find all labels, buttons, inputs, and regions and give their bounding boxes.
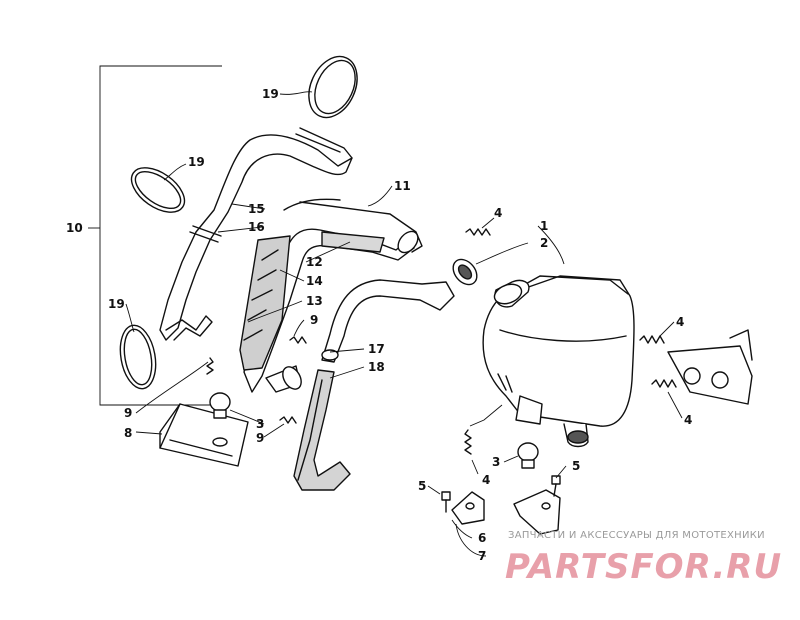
callout-9-c: 9 — [256, 431, 264, 445]
callout-9-b: 9 — [124, 406, 132, 420]
callout-16: 16 — [248, 220, 265, 234]
callout-3-left: 3 — [256, 417, 264, 431]
bracket-6 — [451, 491, 485, 525]
bolt-5-left — [441, 491, 451, 513]
callout-10: 10 — [66, 221, 83, 235]
grommet-3-left — [209, 392, 231, 419]
callout-12: 12 — [306, 255, 323, 269]
callout-15: 15 — [248, 202, 265, 216]
mount-bracket-right — [667, 329, 753, 405]
spring-4-right-top — [639, 335, 665, 344]
clamp-19-left — [130, 167, 186, 213]
callout-4-right-bottom: 4 — [684, 413, 692, 427]
watermark: ЗАПЧАСТИ И АКСЕССУАРЫ ДЛЯ МОТОТЕХНИКИ PA… — [505, 530, 782, 587]
callout-8: 8 — [124, 426, 132, 440]
clamp-19-bottom — [119, 324, 157, 390]
callout-19-left: 19 — [188, 155, 205, 169]
spring-9-a — [289, 336, 307, 344]
callout-4-top: 4 — [494, 206, 502, 220]
spring-9-b — [206, 357, 214, 375]
muffler-1 — [452, 258, 635, 448]
callout-5-right: 5 — [572, 459, 580, 473]
spring-4-right-bottom — [651, 379, 677, 388]
clamp-19-top — [308, 55, 358, 119]
spring-4-bottom — [464, 429, 472, 455]
watermark-subtitle: ЗАПЧАСТИ И АКСЕССУАРЫ ДЛЯ МОТОТЕХНИКИ — [508, 530, 765, 541]
callout-5-left: 5 — [418, 479, 426, 493]
callout-17: 17 — [368, 342, 385, 356]
callout-4-right-top: 4 — [676, 315, 684, 329]
callout-11: 11 — [394, 179, 411, 193]
callout-3-right: 3 — [492, 455, 500, 469]
callout-18: 18 — [368, 360, 385, 374]
callout-13: 13 — [306, 294, 323, 308]
callout-2: 2 — [540, 236, 548, 250]
bolt-5-right — [551, 475, 561, 497]
callout-1: 1 — [540, 219, 548, 233]
callout-labels: 19 19 19 10 15 16 11 12 14 13 9 17 18 1 … — [66, 87, 692, 563]
spring-4-top — [465, 228, 491, 236]
callout-19-bottom: 19 — [108, 297, 125, 311]
exhaust-pipe-11 — [239, 198, 423, 393]
leader-lines — [125, 91, 683, 557]
heat-shield-8 — [159, 403, 249, 467]
callout-4-bottom: 4 — [482, 473, 490, 487]
grommet-3-right — [517, 442, 539, 469]
spring-9-c — [279, 416, 297, 424]
callout-14: 14 — [306, 274, 323, 288]
exhaust-pipe-15 — [159, 127, 353, 341]
group-bracket-10 — [88, 65, 222, 406]
callout-7: 7 — [478, 549, 486, 563]
exhaust-pipe-17 — [293, 279, 455, 491]
watermark-brand: PARTSFOR.RU — [505, 547, 782, 587]
bracket-7 — [513, 489, 561, 535]
callout-9-a: 9 — [310, 313, 318, 327]
callout-6: 6 — [478, 531, 486, 545]
callout-19-top: 19 — [262, 87, 279, 101]
